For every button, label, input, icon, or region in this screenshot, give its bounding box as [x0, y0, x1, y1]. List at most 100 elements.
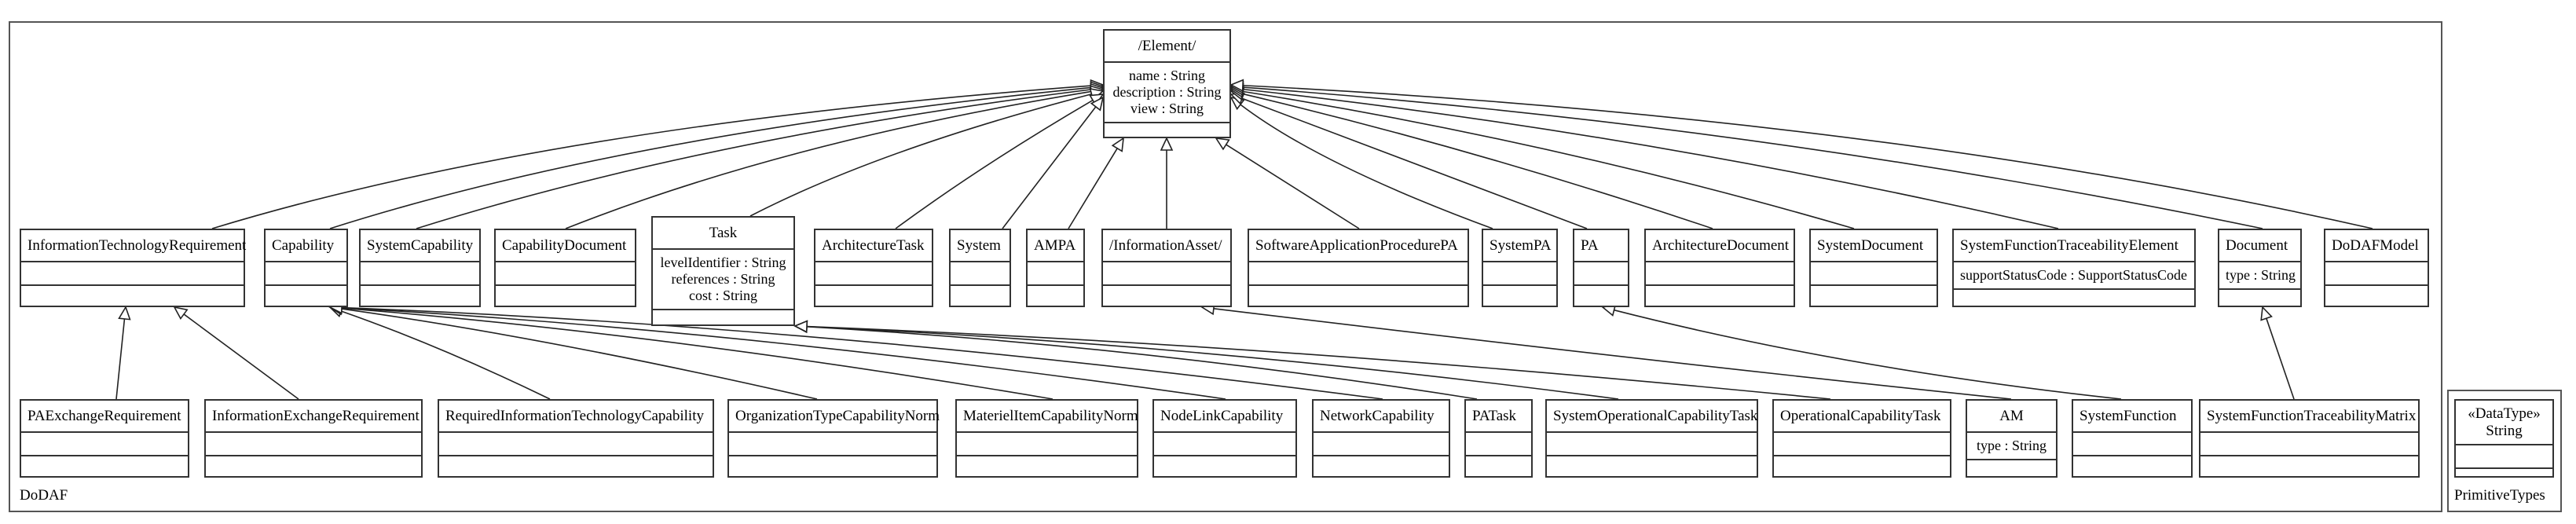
- class-network-capability[interactable]: NetworkCapability: [1312, 399, 1450, 478]
- class-name: SystemFunctionTraceabilityElement: [1954, 230, 2194, 262]
- class-operations: [1249, 286, 1468, 306]
- generalization-arrowhead: [118, 306, 131, 321]
- class-pa-task[interactable]: PATask: [1464, 399, 1533, 478]
- class-name: OperationalCapabilityTask: [1774, 401, 1950, 433]
- generalization-arrowhead: [173, 306, 189, 321]
- class-operational-capability-task[interactable]: OperationalCapabilityTask: [1772, 399, 1951, 478]
- edge-line: [1242, 88, 2059, 229]
- attribute: supportStatusCode : SupportStatusCode: [1960, 267, 2188, 283]
- class-name: Document: [2219, 230, 2300, 262]
- class-dodaf-model[interactable]: DoDAFModel: [2324, 229, 2429, 307]
- class-attributes: [2073, 433, 2191, 456]
- class-operations: [1483, 286, 1556, 306]
- class-name: MaterielItemCapabilityNorm: [957, 401, 1138, 433]
- class-operations: [1466, 456, 1531, 476]
- class-am[interactable]: AM type : String: [1966, 399, 2058, 478]
- class-attributes: [1774, 433, 1950, 456]
- edge-line: [2266, 317, 2295, 400]
- edge-systemfunction-pa: [1601, 303, 2122, 400]
- attribute: type : String: [1977, 438, 2047, 453]
- class-attributes: [951, 262, 1010, 286]
- package-label-primitive-types: PrimitiveTypes: [2454, 487, 2545, 504]
- class-system-operational-capability-task[interactable]: SystemOperationalCapabilityTask: [1545, 399, 1758, 478]
- attribute: name : String: [1129, 68, 1205, 83]
- edge-line: [416, 89, 1092, 229]
- class-attributes: [1103, 262, 1230, 286]
- class-system-pa[interactable]: SystemPA: [1482, 229, 1558, 307]
- class-attributes: [2200, 433, 2418, 456]
- edge-line: [341, 308, 818, 400]
- class-operations: [1105, 123, 1229, 137]
- class-name: Task: [653, 218, 793, 250]
- class-software-application-procedure-pa[interactable]: SoftwareApplicationProcedurePA: [1248, 229, 1469, 307]
- class-attributes: name : String description : String view …: [1105, 63, 1229, 123]
- class-element[interactable]: /Element/ name : String description : St…: [1103, 29, 1231, 138]
- class-attributes: [1466, 433, 1531, 456]
- class-information-technology-requirement[interactable]: InformationTechnologyRequirement: [20, 229, 246, 307]
- class-ampa[interactable]: AMPA: [1026, 229, 1085, 307]
- class-architecture-document[interactable]: ArchitectureDocument: [1644, 229, 1795, 307]
- class-capability[interactable]: Capability: [264, 229, 348, 307]
- class-information-asset[interactable]: /InformationAsset/: [1101, 229, 1232, 307]
- class-attributes: type : String: [1967, 433, 2056, 460]
- class-name: CapabilityDocument: [496, 230, 635, 262]
- edge-line: [1242, 90, 1855, 229]
- class-operations: [1811, 286, 1937, 306]
- edge-line: [341, 307, 1226, 400]
- class-name: SystemCapability: [361, 230, 479, 262]
- class-node-link-capability[interactable]: NodeLinkCapability: [1152, 399, 1297, 478]
- class-name: SystemOperationalCapabilityTask: [1547, 401, 1757, 433]
- class-system-function[interactable]: SystemFunction: [2072, 399, 2193, 478]
- attribute: references : String: [671, 271, 775, 287]
- class-pa[interactable]: PA: [1573, 229, 1629, 307]
- class-attributes: [1154, 433, 1295, 456]
- class-name: OrganizationTypeCapabilityNorm: [729, 401, 940, 433]
- package-label-dodaf: DoDAF: [20, 487, 68, 504]
- class-required-information-technology-capability[interactable]: RequiredInformationTechnologyCapability: [438, 399, 714, 478]
- class-operations: [2456, 469, 2552, 476]
- class-name: PAExchangeRequirement: [21, 401, 188, 433]
- class-name: NodeLinkCapability: [1154, 401, 1295, 433]
- class-system-capability[interactable]: SystemCapability: [359, 229, 481, 307]
- class-attributes: [361, 262, 479, 286]
- class-string-datatype[interactable]: «DataType» String: [2454, 399, 2554, 478]
- class-attributes: [957, 433, 1137, 456]
- class-attributes: [206, 433, 421, 456]
- class-capability-document[interactable]: CapabilityDocument: [494, 229, 636, 307]
- edge-infoexchangereq-infotechreq: [173, 306, 299, 400]
- edge-line: [1226, 144, 1360, 229]
- class-organization-type-capability-norm[interactable]: OrganizationTypeCapabilityNorm: [727, 399, 940, 478]
- class-document[interactable]: Document type : String: [2218, 229, 2302, 307]
- class-system[interactable]: System: [949, 229, 1011, 307]
- edge-line: [1242, 86, 2263, 229]
- class-system-function-traceability-element[interactable]: SystemFunctionTraceabilityElement suppor…: [1952, 229, 2196, 307]
- class-attributes: [1249, 262, 1468, 286]
- edge-line: [1002, 106, 1097, 229]
- edge-informationasset-element: [1160, 137, 1174, 229]
- class-attributes: [1547, 433, 1757, 456]
- generalization-arrowhead: [1229, 79, 1244, 93]
- edge-line: [1614, 309, 2122, 400]
- class-system-function-traceability-matrix[interactable]: SystemFunctionTraceabilityMatrix: [2199, 399, 2420, 478]
- class-attributes: [21, 433, 188, 456]
- edge-line: [1213, 308, 2012, 400]
- class-name: RequiredInformationTechnologyCapability: [439, 401, 713, 433]
- class-attributes: [2325, 262, 2428, 286]
- class-name: SystemDocument: [1811, 230, 1937, 262]
- class-architecture-task[interactable]: ArchitectureTask: [814, 229, 933, 307]
- class-name: ArchitectureDocument: [1646, 230, 1794, 262]
- class-task[interactable]: Task levelIdentifier : String references…: [651, 216, 795, 326]
- class-operations: [2219, 290, 2300, 306]
- class-materiel-item-capability-norm[interactable]: MaterielItemCapabilityNorm: [955, 399, 1138, 478]
- generalization-arrowhead: [2260, 306, 2273, 321]
- class-operations: [1154, 456, 1295, 476]
- class-attributes: [1483, 262, 1556, 286]
- class-attributes: [439, 433, 713, 456]
- generalization-arrowhead: [1090, 96, 1105, 112]
- class-information-exchange-requirement[interactable]: InformationExchangeRequirement: [204, 399, 423, 478]
- class-name: AM: [1967, 401, 2056, 433]
- edge-line: [1242, 84, 2373, 229]
- class-system-document[interactable]: SystemDocument: [1809, 229, 1938, 307]
- class-pa-exchange-requirement[interactable]: PAExchangeRequirement: [20, 399, 189, 478]
